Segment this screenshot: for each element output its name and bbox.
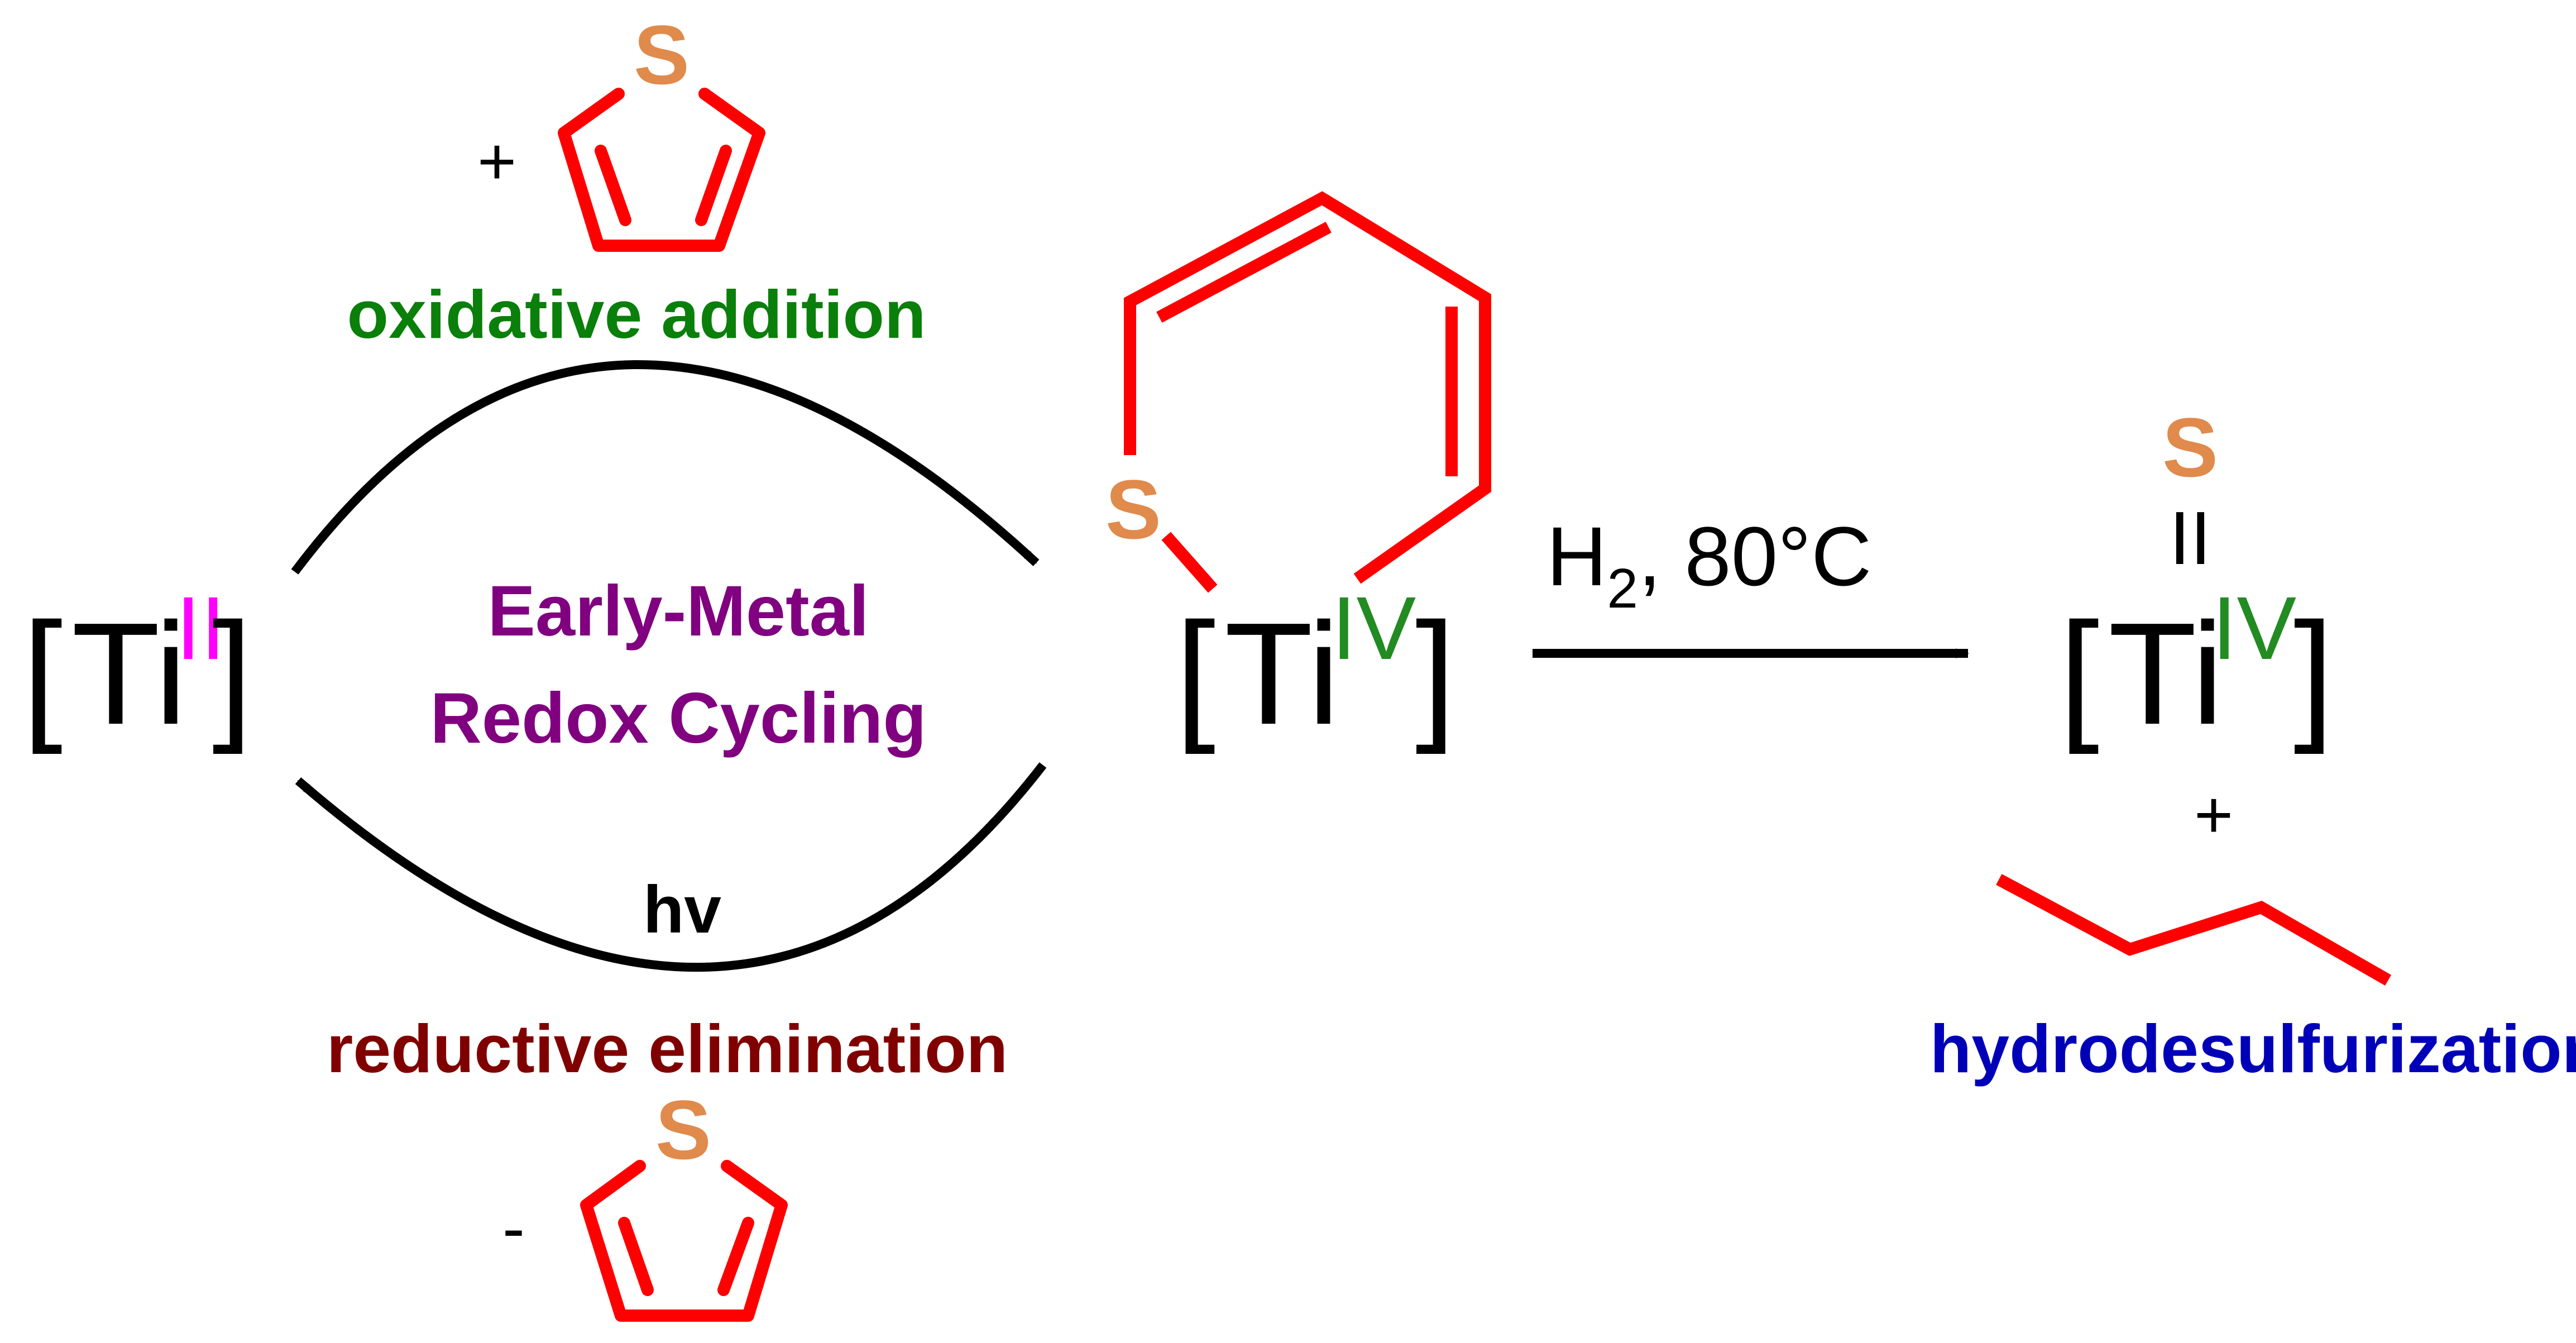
titanium-IV-oxidation-state: IV — [1332, 578, 1416, 678]
thiophene-released: - S — [502, 1083, 788, 1322]
conditions-hydrogen: H — [1546, 509, 1607, 603]
titanium-IV-product-element: Ti — [2108, 593, 2224, 755]
titanium-II-bracket-open: [ — [22, 593, 63, 756]
titanium-IV-bracket-close: ] — [1415, 593, 1455, 756]
double-bond-symbol: II — [2169, 496, 2211, 580]
titanium-II-species: [ Ti II ] — [22, 578, 252, 756]
titanium-II-element: Ti — [71, 593, 187, 755]
oxidative-addition-label: oxidative addition — [347, 276, 926, 352]
cycle-label: Early-Metal Redox Cycling — [430, 571, 926, 758]
reductive-elimination-label: reductive elimination — [327, 1011, 1008, 1087]
titanium-IV-product-bracket-open: [ — [2059, 593, 2100, 756]
titanium-IV-product-oxidation-state: IV — [2212, 578, 2296, 678]
titanium-IV-product-bracket-close: ] — [2293, 593, 2334, 756]
hydrodesulfurization-label: hydrodesulfurization — [1930, 1011, 2576, 1087]
conditions-label: H2, 80°C — [1546, 509, 1871, 620]
cycle-label-line2: Redox Cycling — [430, 678, 926, 758]
butane-product — [1996, 874, 2392, 986]
sulfur-atom-product: S — [2162, 400, 2218, 494]
reductive-elimination-arrow — [295, 762, 1047, 972]
sulfur-atom-top: S — [634, 8, 690, 102]
thiacycle-chain — [1124, 191, 1491, 593]
thiophene-reactant: + S — [477, 8, 765, 252]
hv-label: hv — [643, 872, 721, 947]
titanium-IV-bracket-open: [ — [1175, 593, 1216, 756]
cycle-label-line1: Early-Metal — [488, 571, 869, 651]
titanium-II-bracket-close: ] — [212, 593, 252, 756]
sulfur-atom-bottom: S — [655, 1083, 711, 1177]
conditions-subscript: 2 — [1607, 557, 1638, 620]
conditions-temperature: , 80°C — [1638, 509, 1872, 603]
hydrogenation-conditions: H2, 80°C — [1533, 509, 1969, 658]
titanium-sulfido-product: S II [ Ti IV ] — [2059, 400, 2334, 756]
oxidative-addition-arrow — [291, 360, 1040, 575]
minus-sign-bottom: - — [502, 1191, 525, 1265]
titanium-II-oxidation-state: II — [176, 578, 226, 678]
thiophene-ring-top — [558, 88, 765, 252]
titanathiacycle-intermediate: S [ Ti IV ] — [1105, 191, 1491, 756]
plus-sign-top: + — [477, 124, 516, 199]
sulfur-atom-middle: S — [1105, 462, 1161, 556]
thiophene-ring-bottom — [580, 1160, 788, 1322]
titanium-IV-element: Ti — [1224, 593, 1340, 755]
plus-sign-right: + — [2194, 777, 2233, 852]
